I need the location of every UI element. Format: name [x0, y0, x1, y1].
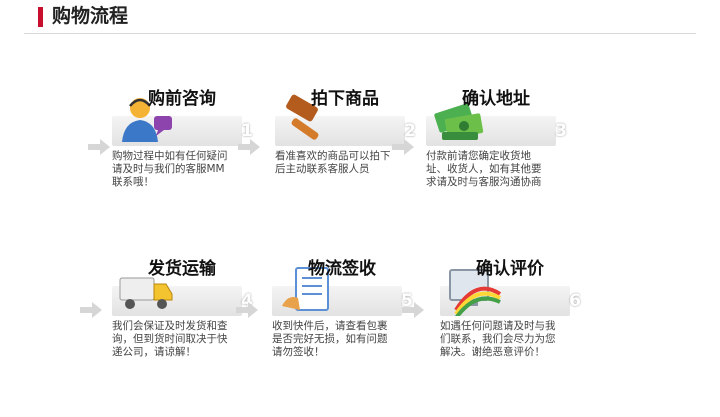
step-description: 收到快件后，请查看包裹是否完好无损，如有问题请勿签收！ [272, 320, 388, 358]
step-number: 3 [555, 121, 567, 141]
arrow-icon [392, 139, 414, 155]
step-number: 4 [241, 291, 253, 311]
step-label: 确认地址 [462, 89, 530, 109]
step-description: 我们会保证及时发货和查询，但到货时间取决于快递公司，请谅解！ [112, 320, 228, 358]
step-description: 购物过程中如有任何疑问请及时与我们的客服MM联系哦！ [112, 150, 228, 188]
step-label: 购前咨询 [148, 89, 216, 109]
step-description: 如遇任何问题请及时与我们联系，我们会尽力为您解决。谢绝恶意评价！ [440, 320, 556, 358]
step-consult: 1 购前咨询 购物过程中如有任何疑问请及时与我们的客服MM联系哦！ [112, 88, 267, 228]
step-shipping: 4 发货运输 我们会保证及时发货和查询，但到货时间取决于快递公司，请谅解！ [112, 258, 267, 398]
truck-icon [119, 277, 173, 309]
step-label: 拍下商品 [311, 89, 379, 109]
arrow-icon [236, 302, 258, 318]
document-sign-icon [282, 267, 329, 311]
arrow-icon [402, 302, 424, 318]
step-number: 5 [401, 291, 413, 311]
step-receipt: 5 物流签收 收到快件后，请查看包裹是否完好无损，如有问题请勿签收！ [272, 258, 427, 398]
step-label: 确认评价 [476, 259, 544, 279]
step-number: 6 [569, 291, 581, 311]
hammer-icon [286, 94, 319, 140]
money-icon [434, 103, 484, 140]
step-number: 1 [241, 121, 253, 141]
step-description: 付款前请您确定收货地址、收货人，如有其他要求请及时与客服沟通协商 [426, 150, 542, 188]
step-address: 3 确认地址 付款前请您确定收货地址、收货人，如有其他要求请及时与客服沟通协商 [426, 88, 581, 228]
title-accent-bar [38, 7, 43, 27]
customer-service-icon [122, 98, 172, 142]
step-label: 发货运输 [148, 259, 216, 279]
page-header: 购物流程 [0, 0, 720, 34]
step-description: 看准喜欢的商品可以拍下后主动联系客服人员 [275, 150, 391, 175]
header-divider [24, 33, 696, 34]
arrow-icon [238, 139, 260, 155]
arrow-icon [88, 139, 110, 155]
step-review: 6 确认评价 如遇任何问题请及时与我们联系，我们会尽力为您解决。谢绝恶意评价！ [440, 258, 595, 398]
step-number: 2 [404, 121, 416, 141]
step-order: 2 拍下商品 看准喜欢的商品可以拍下后主动联系客服人员 [275, 88, 430, 228]
arrow-icon [80, 302, 102, 318]
monitor-rainbow-icon [449, 269, 502, 316]
step-label: 物流签收 [308, 259, 376, 279]
page-title: 购物流程 [52, 5, 129, 27]
